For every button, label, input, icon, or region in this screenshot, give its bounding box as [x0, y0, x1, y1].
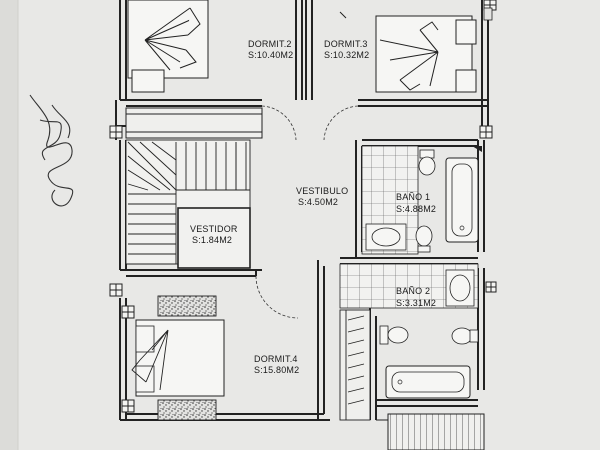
bano2-fixtures	[339, 263, 479, 399]
dormit2-name: DORMIT.2	[248, 39, 292, 49]
bano2-area: S:3.31M2	[396, 298, 436, 308]
closet	[339, 309, 371, 421]
room-labels: DORMIT.2 S:10.40M2 DORMIT.3 S:10.32M2 VE…	[190, 39, 436, 375]
bano1-area: S:4.88M2	[396, 204, 436, 214]
dormit3-area: S:10.32M2	[324, 50, 369, 60]
dormit3-name: DORMIT.3	[324, 39, 368, 49]
vestidor-name: VESTIDOR	[190, 224, 238, 234]
bed-dormit3	[375, 15, 477, 93]
vestidor-room	[177, 207, 251, 269]
dormit2-area: S:10.40M2	[248, 50, 293, 60]
bed-dormit4	[131, 295, 225, 421]
bano2-name: BAÑO 2	[396, 286, 430, 296]
bano1-fixtures	[361, 145, 482, 255]
vestibulo-area: S:4.50M2	[298, 197, 338, 207]
dormit4-area: S:15.80M2	[254, 365, 299, 375]
vestibulo-name: VESTIBULO	[296, 186, 348, 196]
vestidor-area: S:1.84M2	[192, 235, 232, 245]
dormit4-name: DORMIT.4	[254, 354, 298, 364]
terrace-stripes	[387, 413, 485, 450]
bano1-name: BAÑO 1	[396, 192, 430, 202]
duct-box	[125, 107, 263, 139]
pen-scribble	[29, 94, 74, 207]
bed-dormit2	[127, 0, 209, 93]
